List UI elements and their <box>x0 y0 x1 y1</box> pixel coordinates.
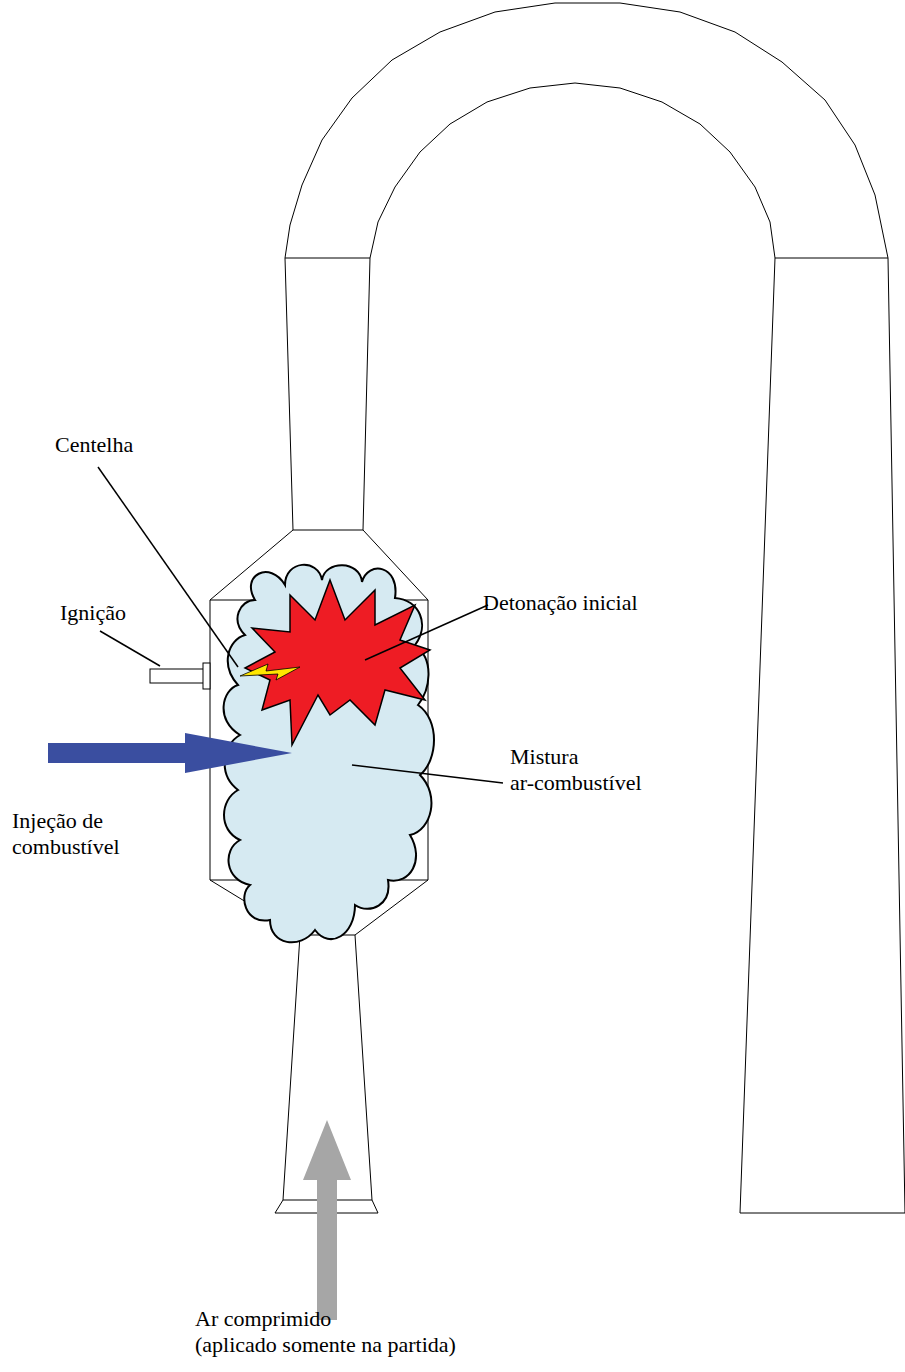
label-line: Mistura <box>510 744 642 770</box>
leader-lines <box>98 467 503 783</box>
igniter-flange <box>203 663 210 689</box>
spark-symbol <box>240 664 300 680</box>
part-label: Ignição <box>60 600 126 626</box>
detonation-burst <box>245 580 430 745</box>
fuel-injection-arrow <box>48 733 292 773</box>
part-label: Injeção de combustível <box>12 808 120 860</box>
label-line: ar-combustível <box>510 770 642 796</box>
part-label: Detonação inicial <box>483 590 638 616</box>
compressed-air-arrow <box>303 1120 351 1320</box>
note-label: Ar comprimido (aplicado somente na parti… <box>195 1306 456 1358</box>
part-label: Mistura ar-combustível <box>510 744 642 796</box>
engine-outline <box>210 3 905 1213</box>
igniter-plug <box>150 669 205 683</box>
label-line: Ar comprimido <box>195 1306 456 1332</box>
part-label: Centelha <box>55 432 133 458</box>
label-line: Injeção de <box>12 808 120 834</box>
label-line: (aplicado somente na partida) <box>195 1332 456 1358</box>
label-line: combustível <box>12 834 120 860</box>
